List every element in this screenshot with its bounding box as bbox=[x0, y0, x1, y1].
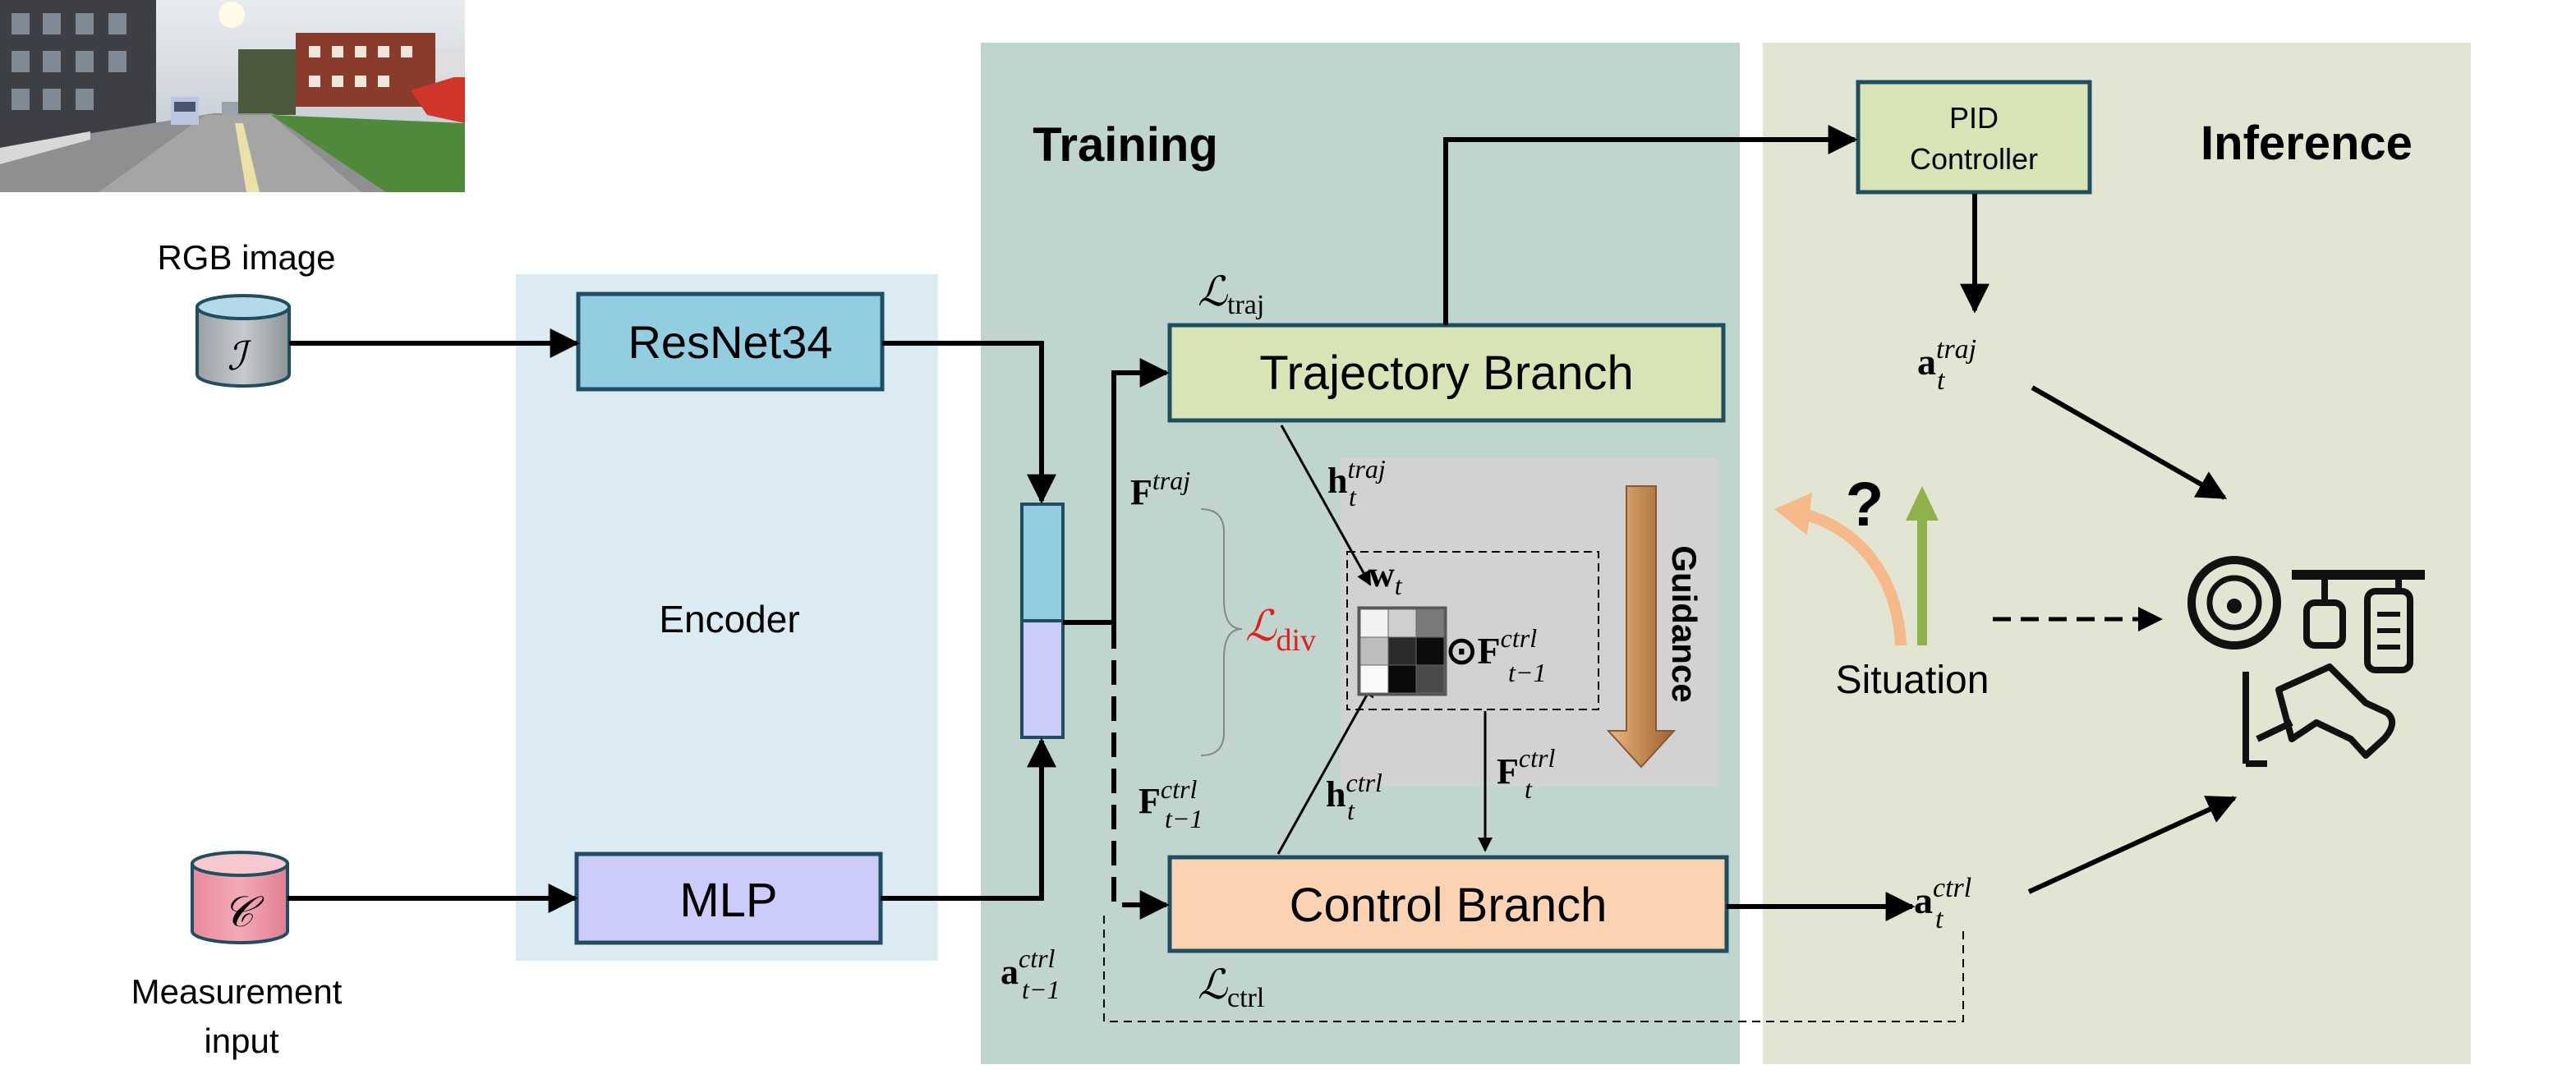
l-ctrl: ℒctrl bbox=[1198, 962, 1264, 1013]
rgb-camera-photo bbox=[0, 0, 465, 192]
steering-wheel-icon bbox=[2187, 556, 2281, 650]
guidance-arrow bbox=[1606, 485, 1677, 769]
inference-label: Inference bbox=[2201, 117, 2413, 170]
w-t: wt bbox=[1368, 554, 1403, 600]
situation-orange-arrow bbox=[1802, 508, 1907, 646]
dashed-feedback-loop bbox=[1103, 911, 1964, 1022]
div-brace bbox=[1200, 508, 1243, 756]
guidance-label: Guidance bbox=[1665, 545, 1704, 702]
control-branch-label: Control Branch bbox=[1290, 879, 1608, 932]
encoder-label: Encoder bbox=[659, 598, 799, 640]
trajectory-branch-label: Trajectory Branch bbox=[1259, 347, 1634, 400]
situation-label: Situation bbox=[1836, 659, 1990, 702]
inference-region bbox=[1763, 43, 2471, 1064]
l-traj: ℒtraj bbox=[1198, 269, 1264, 320]
trajectory-branch-block bbox=[1167, 323, 1726, 423]
training-label: Training bbox=[1033, 118, 1218, 172]
question-mark: ? bbox=[1846, 470, 1884, 539]
pid-label-line1: PID bbox=[1949, 101, 1999, 135]
connections bbox=[288, 125, 2238, 921]
measurement-cylinder bbox=[191, 851, 289, 944]
resnet-label: ResNet34 bbox=[628, 316, 832, 368]
l-div: ℒdiv bbox=[1245, 604, 1316, 658]
f-traj: Ftraj bbox=[1130, 466, 1190, 512]
attention-heatmap bbox=[1357, 606, 1447, 696]
feature-vector-top bbox=[1020, 503, 1065, 622]
rgb-cylinder bbox=[196, 294, 291, 388]
control-branch-block bbox=[1167, 855, 1729, 953]
thin-connections bbox=[1276, 425, 1493, 855]
dashed-prev-control-path bbox=[1111, 624, 1170, 920]
situation-green-arrow bbox=[1917, 517, 1927, 645]
feature-vector-bottom bbox=[1020, 619, 1065, 739]
attention-dashed-box bbox=[1346, 551, 1599, 710]
mlp-label: MLP bbox=[679, 874, 777, 927]
pedals-icon bbox=[2292, 570, 2425, 673]
measurement-label-line1: Measurement bbox=[131, 972, 343, 1011]
pid-controller-block bbox=[1856, 80, 2092, 195]
rgb-image-label: RGB image bbox=[157, 238, 335, 277]
driver-foot-icon bbox=[2242, 663, 2395, 767]
measurement-label-line2: input bbox=[204, 1021, 278, 1060]
pid-label-line2: Controller bbox=[1910, 142, 2038, 176]
